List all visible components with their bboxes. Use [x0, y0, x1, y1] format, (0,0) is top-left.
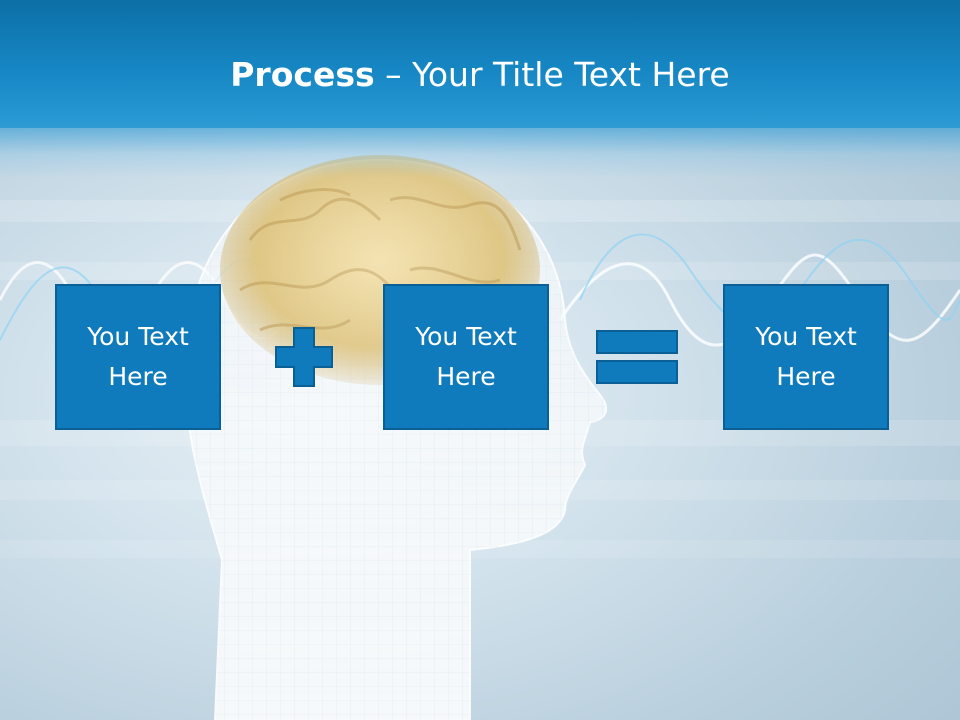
slide-title: Process – Your Title Text Here	[0, 52, 960, 98]
title-bold: Process	[230, 55, 375, 94]
title-bar	[0, 0, 960, 128]
process-box-2[interactable]: You Text Here	[383, 284, 549, 430]
process-box-3[interactable]: You Text Here	[723, 284, 889, 430]
equals-icon	[596, 330, 678, 384]
title-bar-fade	[0, 118, 960, 178]
process-box-1-text: You Text Here	[87, 322, 189, 391]
process-box-1[interactable]: You Text Here	[55, 284, 221, 430]
title-rest: – Your Title Text Here	[374, 55, 730, 94]
plus-icon	[275, 327, 333, 387]
process-box-3-text: You Text Here	[755, 322, 857, 391]
process-box-2-text: You Text Here	[415, 322, 517, 391]
